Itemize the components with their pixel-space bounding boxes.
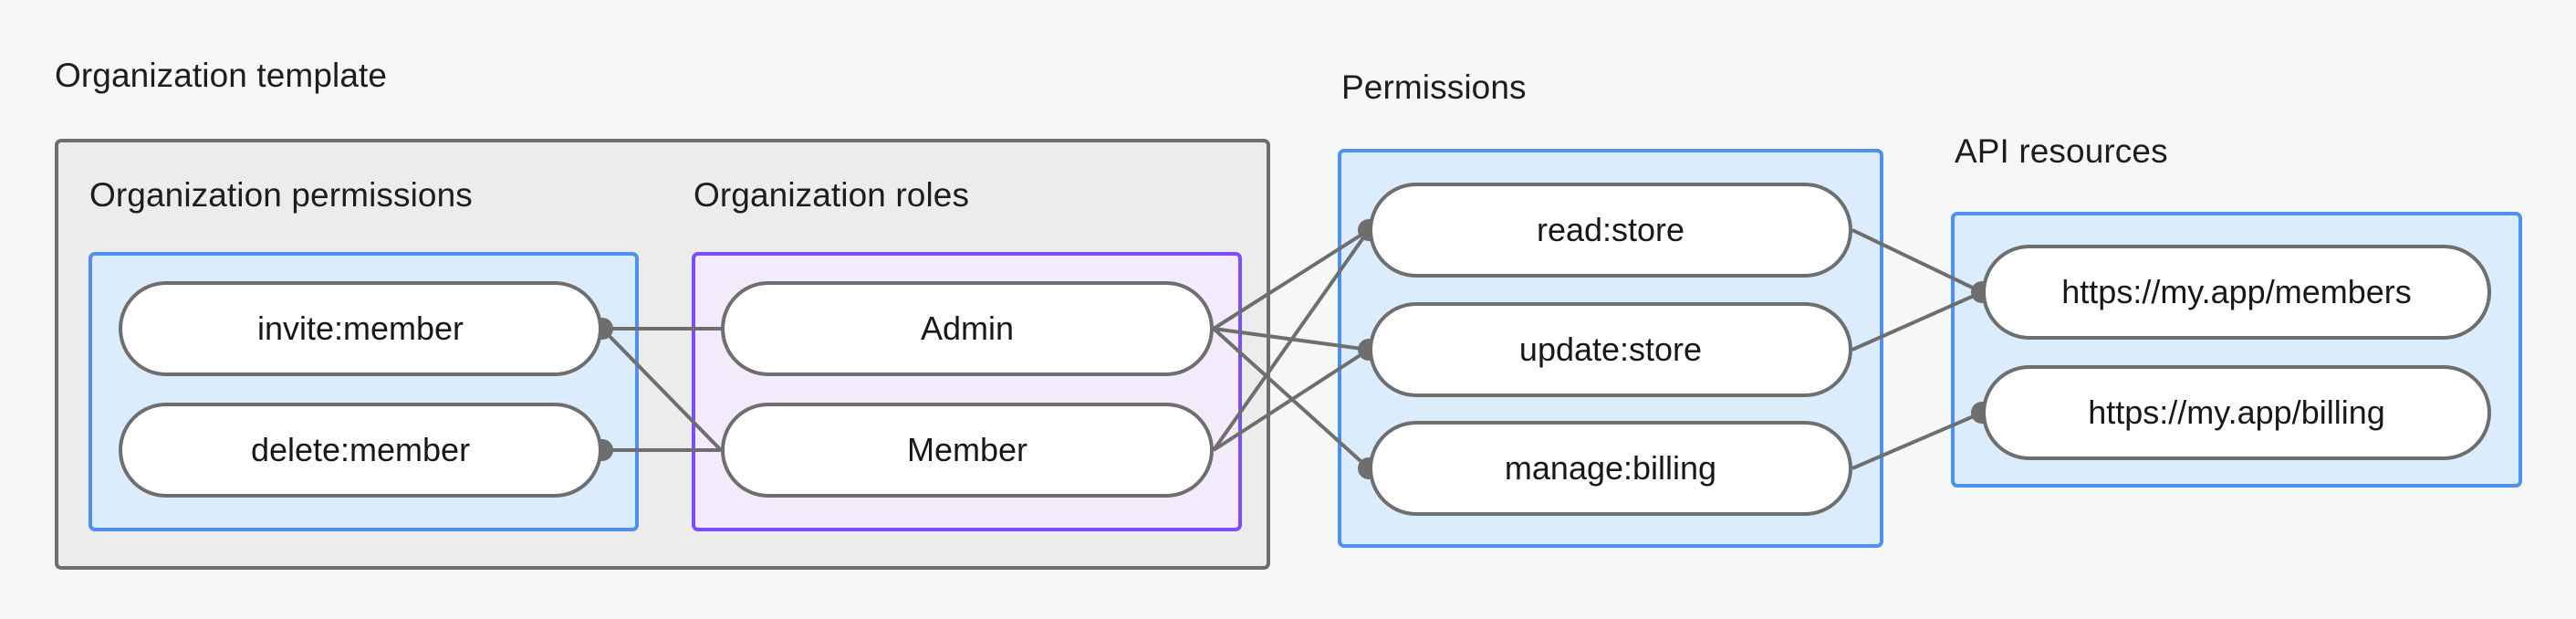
node-members-url[interactable]: https://my.app/members	[1982, 245, 2491, 340]
node-member[interactable]: Member	[721, 403, 1214, 498]
organization-roles-label: Organization roles	[694, 176, 970, 214]
node-invite-member[interactable]: invite:member	[119, 281, 602, 376]
node-manage-billing[interactable]: manage:billing	[1369, 421, 1852, 516]
node-update-store[interactable]: update:store	[1369, 302, 1852, 397]
node-billing-url[interactable]: https://my.app/billing	[1982, 365, 2491, 460]
node-admin[interactable]: Admin	[721, 281, 1214, 376]
api-resources-label: API resources	[1955, 132, 2168, 170]
permissions-label: Permissions	[1341, 68, 1527, 106]
organization-template-label: Organization template	[55, 57, 388, 94]
node-read-store[interactable]: read:store	[1369, 183, 1852, 278]
node-delete-member[interactable]: delete:member	[119, 403, 602, 498]
organization-permissions-label: Organization permissions	[89, 176, 473, 214]
